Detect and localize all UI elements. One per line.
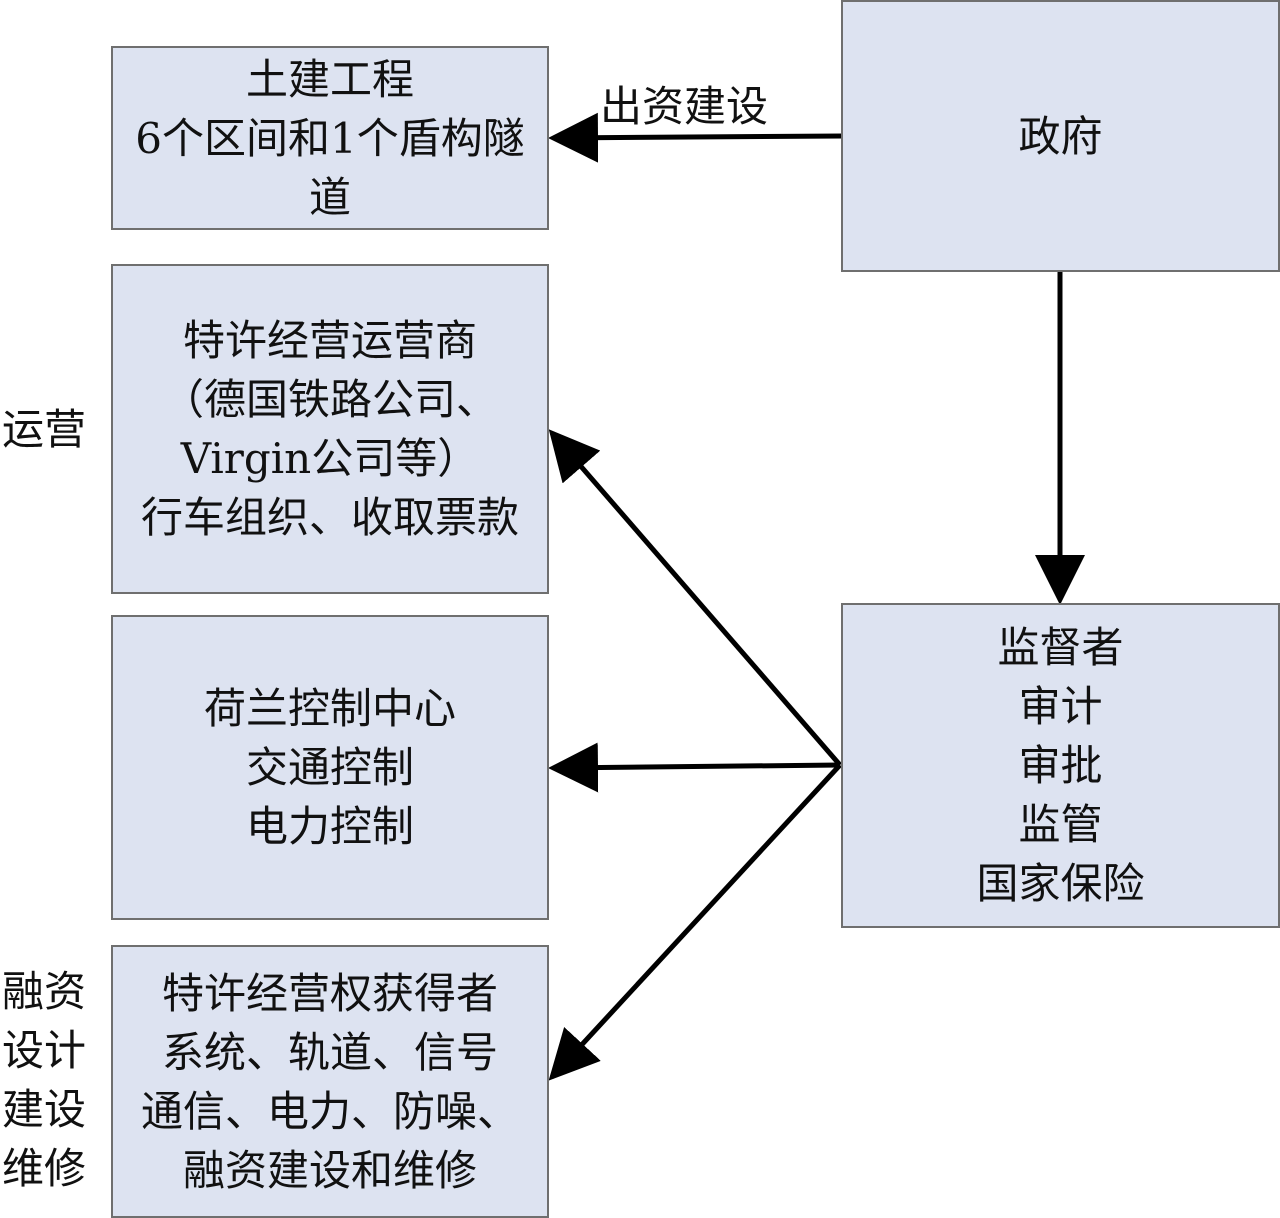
node-franchise-operator: 特许经营运营商 （德国铁路公司、 Virgin公司等） 行车组织、收取票款 bbox=[111, 264, 549, 594]
node-civil-line-3: 道 bbox=[308, 172, 351, 222]
node-operator-line-4: 行车组织、收取票款 bbox=[140, 493, 519, 542]
node-supervisor-line-5: 国家保险 bbox=[976, 859, 1145, 908]
arrow-supervisor-to-operator bbox=[548, 429, 842, 767]
node-operator-line-1: 特许经营运营商 bbox=[182, 316, 477, 365]
node-government: 政府 bbox=[841, 0, 1280, 272]
side-label-finance: 融资 设计 建设 维修 bbox=[2, 962, 86, 1198]
side-label-operation: 运营 bbox=[2, 400, 86, 459]
node-civil-line-1: 土建工程 bbox=[245, 54, 414, 104]
node-civil-line-2: 6个区间和1个盾构隧 bbox=[135, 113, 525, 163]
node-government-line-1: 政府 bbox=[1018, 111, 1103, 161]
side-label-finance-line-1: 融资 bbox=[2, 967, 87, 1016]
node-control-line-2: 交通控制 bbox=[245, 743, 414, 792]
node-operator-line-3: Virgin公司等） bbox=[180, 434, 480, 483]
node-supervisor: 监督者 审计 审批 监管 国家保险 bbox=[841, 603, 1280, 928]
side-label-operation-line-1: 运营 bbox=[2, 405, 87, 454]
node-control-center: 荷兰控制中心 交通控制 电力控制 bbox=[111, 615, 549, 920]
node-concession-line-4: 融资建设和维修 bbox=[182, 1145, 477, 1195]
side-label-finance-line-4: 维修 bbox=[2, 1144, 87, 1193]
node-civil-engineering: 土建工程 6个区间和1个盾构隧 道 bbox=[111, 46, 549, 230]
node-control-line-3: 电力控制 bbox=[245, 802, 414, 851]
side-label-finance-line-2: 设计 bbox=[2, 1026, 87, 1075]
node-control-line-1: 荷兰控制中心 bbox=[203, 684, 456, 733]
node-concession-holder: 特许经营权获得者 系统、轨道、信号 通信、电力、防噪、 融资建设和维修 bbox=[111, 945, 549, 1218]
arrow-supervisor-to-control bbox=[548, 742, 841, 793]
node-operator-line-2: （德国铁路公司、 bbox=[161, 375, 498, 424]
arrow-supervisor-to-concession bbox=[548, 763, 842, 1081]
node-concession-line-3: 通信、电力、防噪、 bbox=[140, 1086, 519, 1136]
node-supervisor-line-1: 监督者 bbox=[997, 623, 1124, 672]
arrow-gov-to-civil bbox=[548, 112, 844, 163]
node-supervisor-line-2: 审计 bbox=[1018, 682, 1103, 731]
side-label-finance-line-3: 建设 bbox=[2, 1085, 87, 1134]
node-supervisor-line-3: 审批 bbox=[1018, 741, 1103, 790]
node-supervisor-line-4: 监管 bbox=[1018, 800, 1103, 849]
node-concession-line-2: 系统、轨道、信号 bbox=[161, 1027, 498, 1077]
edge-label-funding: 出资建设 bbox=[600, 82, 769, 131]
node-concession-line-1: 特许经营权获得者 bbox=[161, 968, 498, 1018]
